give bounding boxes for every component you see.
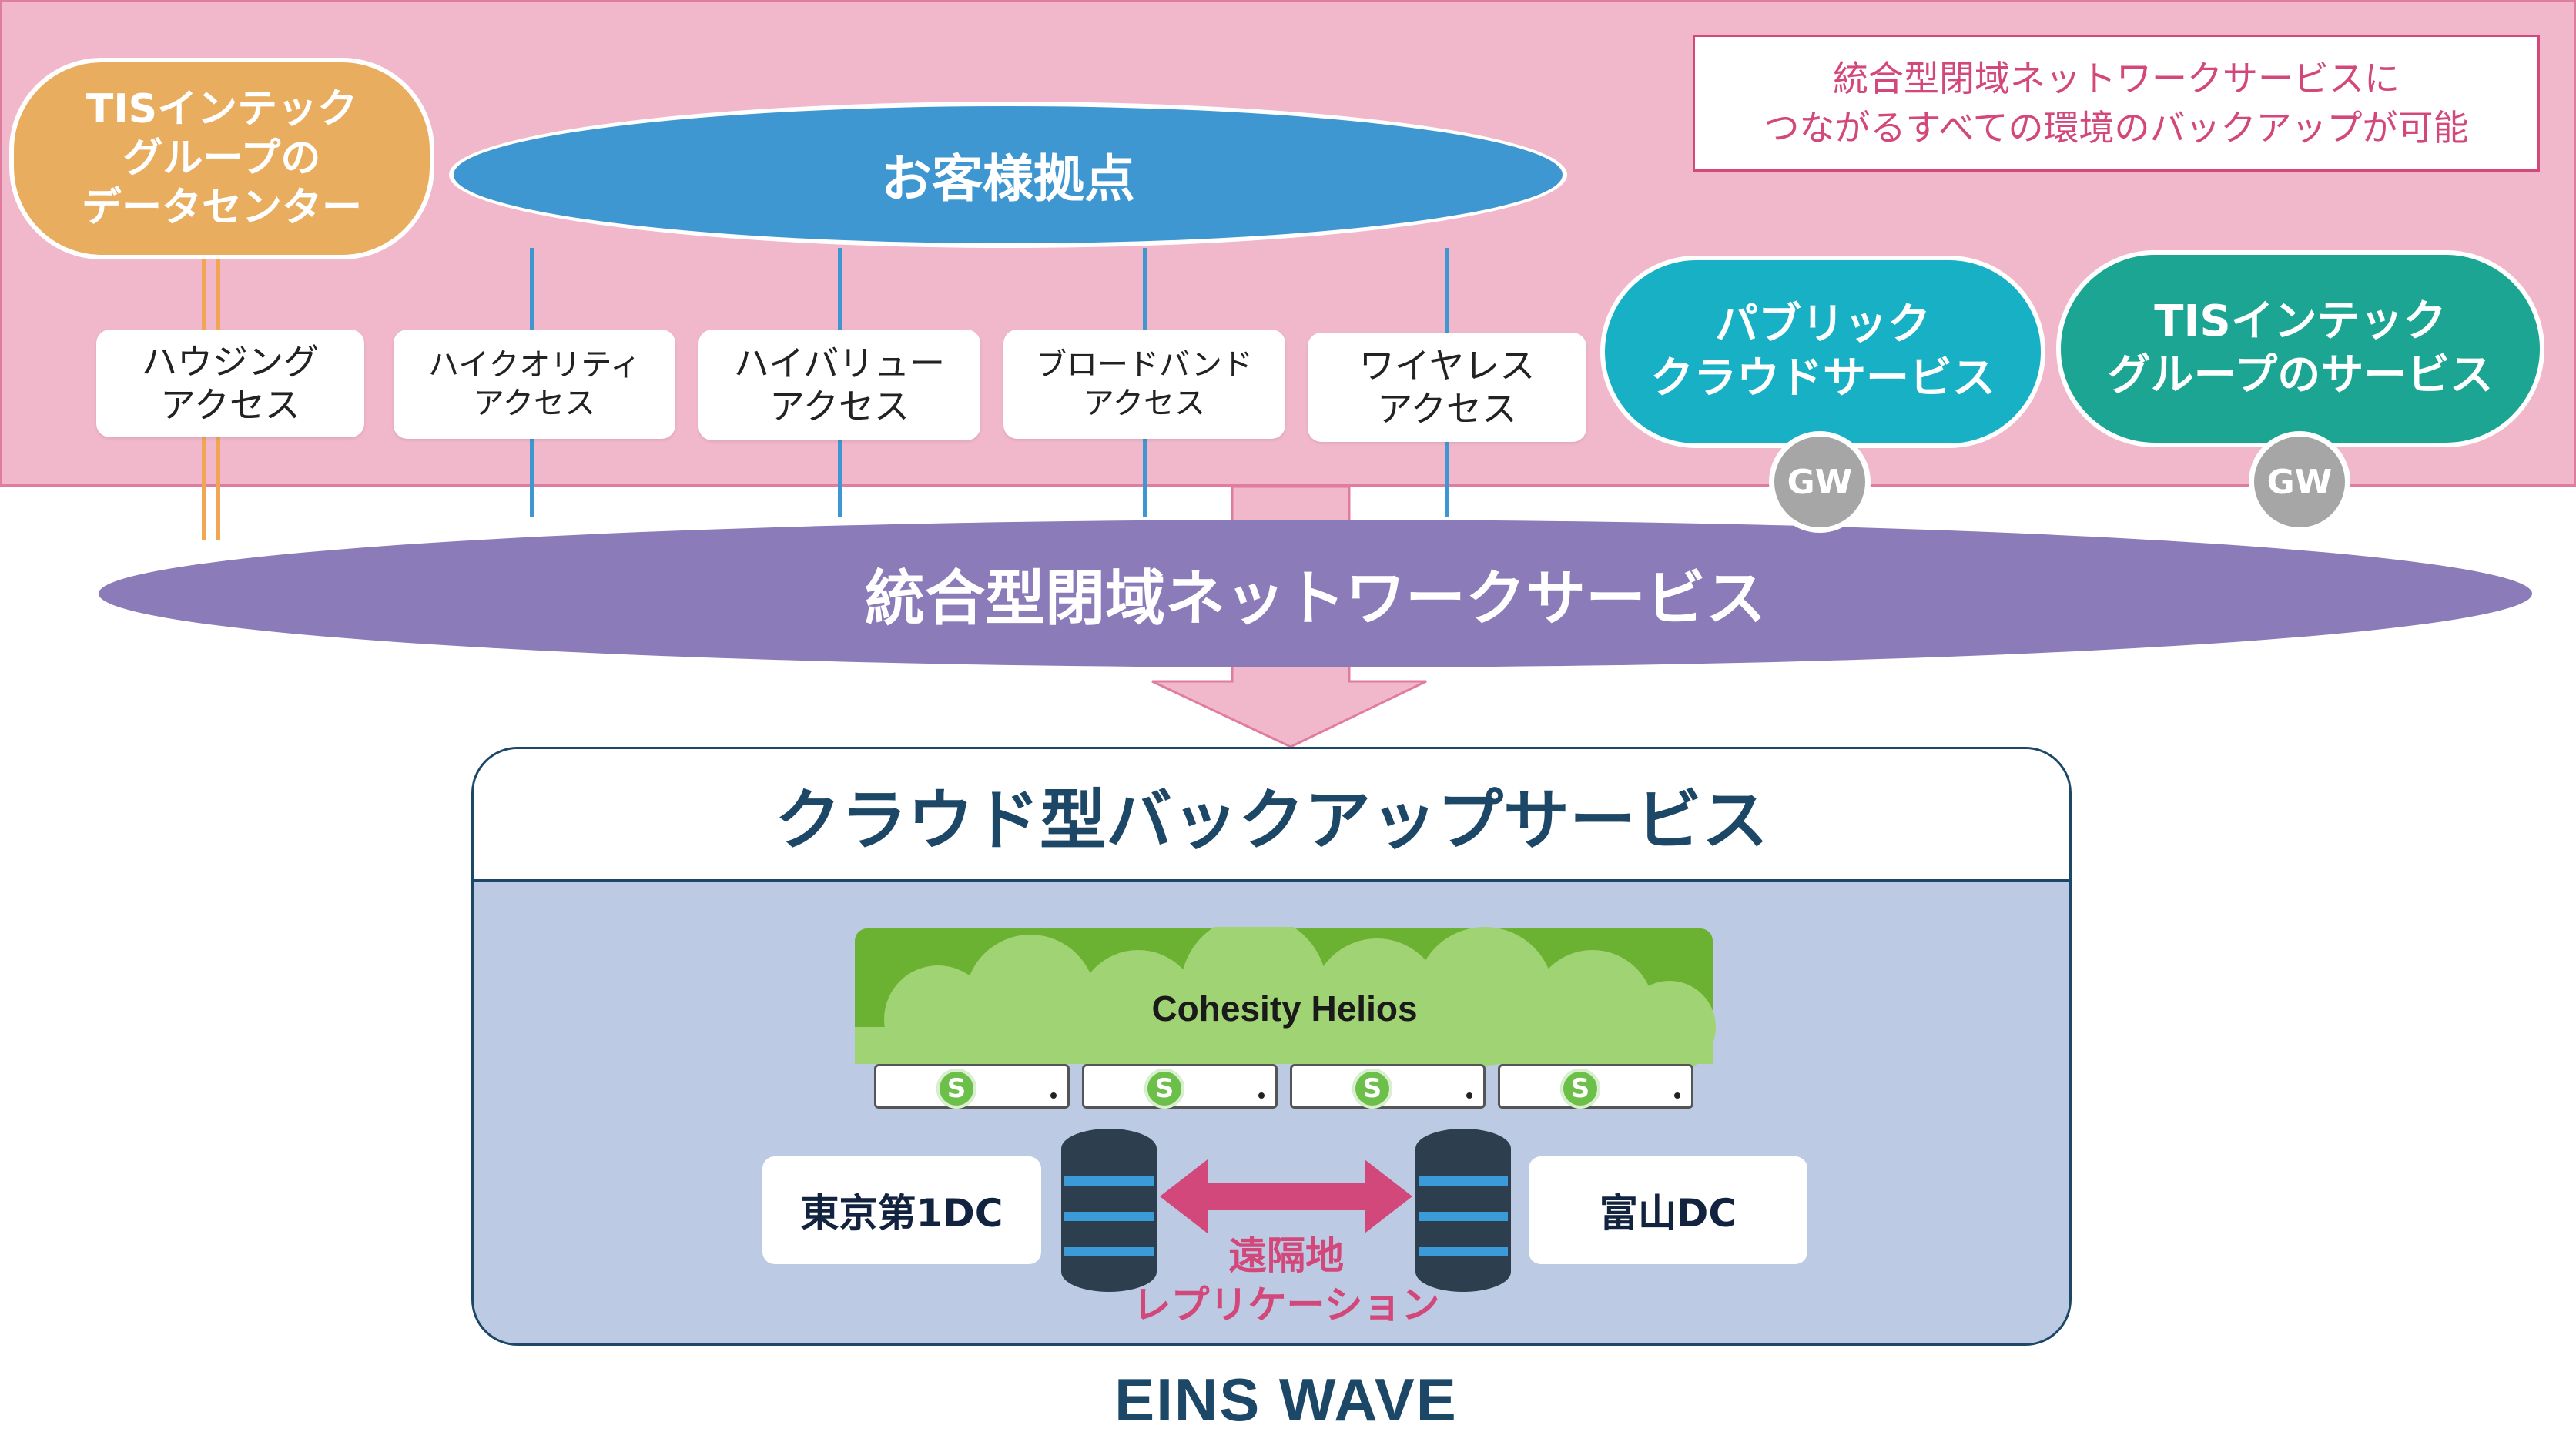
toyama-dc-label: 富山DC — [1599, 1191, 1737, 1236]
gw-badge-tis: GW — [2249, 431, 2350, 533]
customer-sites-label: お客様拠点 — [881, 149, 1135, 209]
tis-services-label: TISインテック グループのサービス — [2107, 296, 2494, 400]
database-server-icon-tokyo — [1061, 1129, 1157, 1292]
storage-node-1: S — [874, 1064, 1070, 1109]
replication-double-arrow — [1160, 1159, 1412, 1233]
eins-wave-logo: EINS WAVE — [1094, 1361, 1479, 1438]
tokyo-dc-label: 東京第1DC — [800, 1191, 1003, 1236]
cohesity-s-icon: S — [1352, 1069, 1392, 1109]
storage-node-2: S — [1082, 1064, 1278, 1109]
wireless-access-box: ワイヤレス アクセス — [1308, 333, 1586, 442]
helios-label-box: Cohesity Helios — [853, 962, 1716, 1055]
housing-access-label: ハウジング アクセス — [142, 341, 319, 426]
cohesity-s-icon: S — [1144, 1069, 1184, 1109]
high-quality-access-label: ハイクオリティ アクセス — [428, 347, 641, 421]
note-box: 統合型閉域ネットワークサービスに つながるすべての環境のバックアップが可能 — [1693, 35, 2540, 172]
network-service-ellipse: 統合型閉域ネットワークサービス — [99, 520, 2532, 667]
public-cloud-label: パブリック クラウドサービス — [1650, 299, 1995, 403]
tis-services-pill: TISインテック グループのサービス — [2056, 250, 2544, 447]
housing-access-box: ハウジング アクセス — [96, 330, 364, 437]
gw-label-2: GW — [2266, 462, 2333, 502]
storage-node-4: S — [1498, 1064, 1693, 1109]
broadband-access-box: ブロードバンド アクセス — [1003, 330, 1285, 439]
high-value-access-box: ハイバリュー アクセス — [698, 330, 980, 440]
broadband-access-label: ブロードバンド アクセス — [1036, 347, 1253, 421]
toyama-dc-box: 富山DC — [1529, 1156, 1807, 1264]
public-cloud-pill: パブリック クラウドサービス — [1600, 256, 2045, 448]
high-quality-access-box: ハイクオリティ アクセス — [394, 330, 675, 439]
backup-title: クラウド型バックアップサービス — [775, 782, 1768, 859]
replication-label: 遠隔地 レプリケーション — [1132, 1233, 1440, 1327]
gw-label-1: GW — [1787, 462, 1853, 502]
tis-datacenter-pill: TISインテック グループの データセンター — [9, 58, 434, 259]
wireless-access-label: ワイヤレス アクセス — [1358, 345, 1536, 430]
note-text: 統合型閉域ネットワークサービスに つながるすべての環境のバックアップが可能 — [1764, 58, 2469, 149]
customer-sites-ellipse: お客様拠点 — [449, 102, 1567, 248]
cohesity-s-icon: S — [1560, 1069, 1600, 1109]
cohesity-s-icon: S — [936, 1069, 976, 1109]
database-server-icon-toyama — [1415, 1129, 1511, 1292]
replication-label-box: 遠隔地 レプリケーション — [1117, 1230, 1455, 1330]
cohesity-helios-cloud — [855, 927, 1716, 1066]
gw-badge-public-cloud: GW — [1769, 431, 1871, 533]
network-service-label: 統合型閉域ネットワークサービス — [864, 564, 1766, 634]
tokyo-dc-box: 東京第1DC — [762, 1156, 1041, 1264]
logo-text: EINS WAVE — [1114, 1365, 1458, 1434]
storage-node-3: S — [1290, 1064, 1486, 1109]
backup-title-bar: クラウド型バックアップサービス — [474, 749, 2069, 882]
high-value-access-label: ハイバリュー アクセス — [733, 343, 946, 427]
helios-label: Cohesity Helios — [1151, 989, 1418, 1029]
tis-datacenter-label: TISインテック グループの データセンター — [81, 86, 362, 231]
